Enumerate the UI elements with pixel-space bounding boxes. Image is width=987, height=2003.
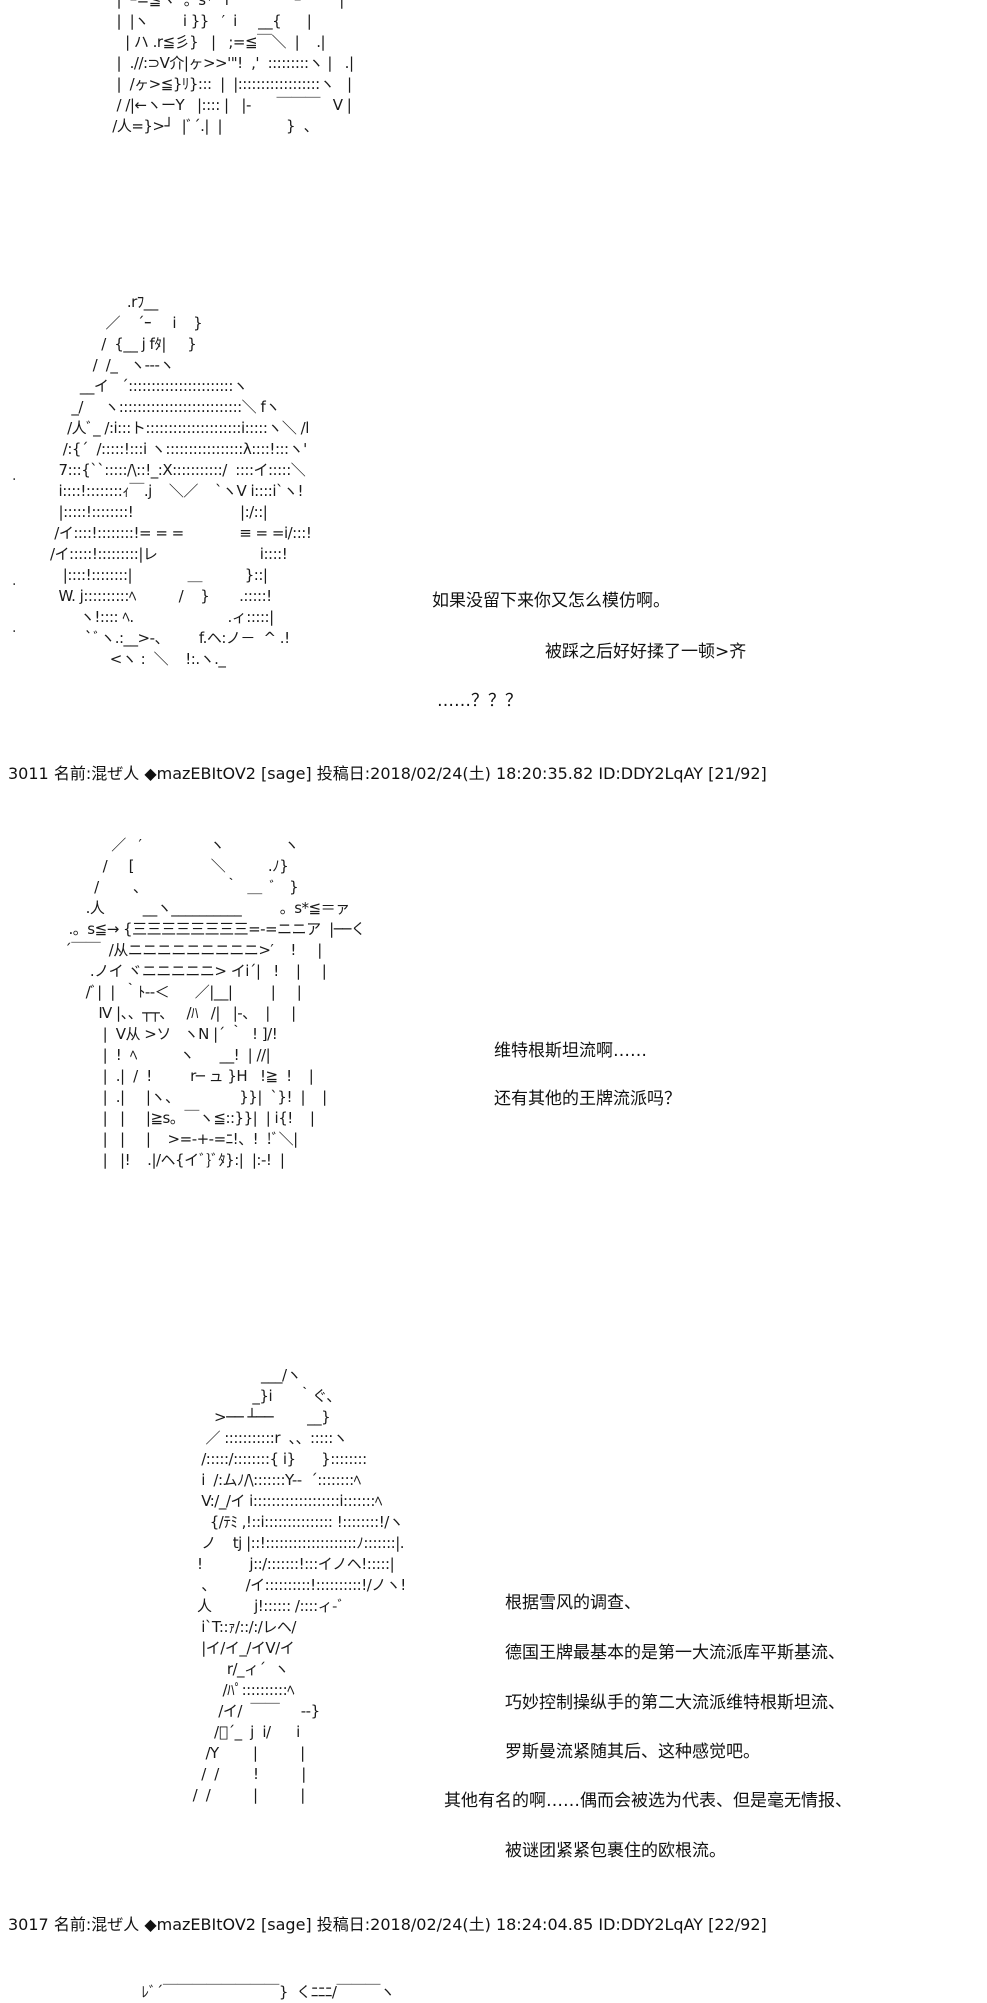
post-author[interactable]: 混ぜ人 xyxy=(91,764,140,783)
dialog-line: 如果没留下来你又怎么模仿啊。 xyxy=(432,591,670,611)
post-header: 3017 名前:混ぜ人 ◆mazEBItOV2 [sage] 投稿日:2018/… xyxy=(8,1914,767,1936)
ascii-art-girl: .rﾌ__ ／ ´ｰ i } / {__ j fﾀ| } / /_ ヽ---ヽ … xyxy=(50,293,312,668)
dialog-line: 被谜团紧紧包裹住的欧根流。 xyxy=(505,1841,726,1861)
dialog-line: 其他有名的啊……偶而会被选为代表、但是毫无情报、 xyxy=(444,1791,852,1811)
post-mail[interactable]: [sage] xyxy=(261,764,312,783)
post-name-label: 名前: xyxy=(53,764,92,783)
dialog-line: 被踩之后好好揉了一顿>齐 xyxy=(545,642,747,662)
post-header: 3011 名前:混ぜ人 ◆mazEBItOV2 [sage] 投稿日:2018/… xyxy=(8,763,767,785)
dialog-line: ……？？？ xyxy=(437,691,522,711)
post-count: [21/92] xyxy=(708,764,767,783)
post-id[interactable]: ID:DDY2LqAY xyxy=(598,764,704,783)
stray-mark: . xyxy=(12,573,17,589)
dialog-line: 巧妙控制操纵手的第二大流派维特根斯坦流、 xyxy=(505,1693,845,1713)
post-date-label: 投稿日: xyxy=(316,1915,371,1934)
dialog-line: 罗斯曼流紧随其后、这种感觉吧。 xyxy=(505,1742,760,1762)
stray-mark: . xyxy=(12,468,17,484)
dialog-line: 还有其他的王牌流派吗？ xyxy=(494,1089,681,1109)
dialog-line: 德国王牌最基本的是第一大流派库平斯基流、 xyxy=(505,1643,845,1663)
ascii-art-top: | ｰ=≦ヽ 。s*ﾞｆ ｰ | | |ヽ i }} ′ i __{ | | ハ… xyxy=(112,0,354,135)
post-mail[interactable]: [sage] xyxy=(261,1915,312,1934)
post-count: [22/92] xyxy=(708,1915,767,1934)
post-date: 2018/02/24(土) 18:20:35.82 xyxy=(370,764,594,783)
post-date: 2018/02/24(土) 18:24:04.85 xyxy=(370,1915,594,1934)
post-number: 3017 xyxy=(8,1915,49,1934)
post-name-label: 名前: xyxy=(53,1915,92,1934)
stray-mark: . xyxy=(12,620,17,636)
ascii-art-girl-3: ___/ヽ _}i ｀ぐ、 >── ┴── __} ／ :::::::::::r… xyxy=(192,1366,407,1804)
post-trip: ◆mazEBItOV2 xyxy=(144,1915,256,1934)
post-trip: ◆mazEBItOV2 xyxy=(144,764,256,783)
post-date-label: 投稿日: xyxy=(316,764,371,783)
post-id[interactable]: ID:DDY2LqAY xyxy=(598,1915,704,1934)
ascii-art-bottom: ﾚﾞ´￣￣￣￣￣￣￣￣} くﾆﾆﾆ/￣￣￣ヽ xyxy=(120,1983,395,2001)
dialog-line: 根据雪风的调查、 xyxy=(505,1593,641,1613)
post-number: 3011 xyxy=(8,764,49,783)
ascii-art-girl-2: ／ ′ ヽ ヽ / [ ＼ .ﾉ} / 、 ｀ ＿ ﾞ } .人 __ヽ____… xyxy=(64,836,366,1169)
dialog-line: 维特根斯坦流啊…… xyxy=(494,1041,647,1061)
post-author[interactable]: 混ぜ人 xyxy=(91,1915,140,1934)
